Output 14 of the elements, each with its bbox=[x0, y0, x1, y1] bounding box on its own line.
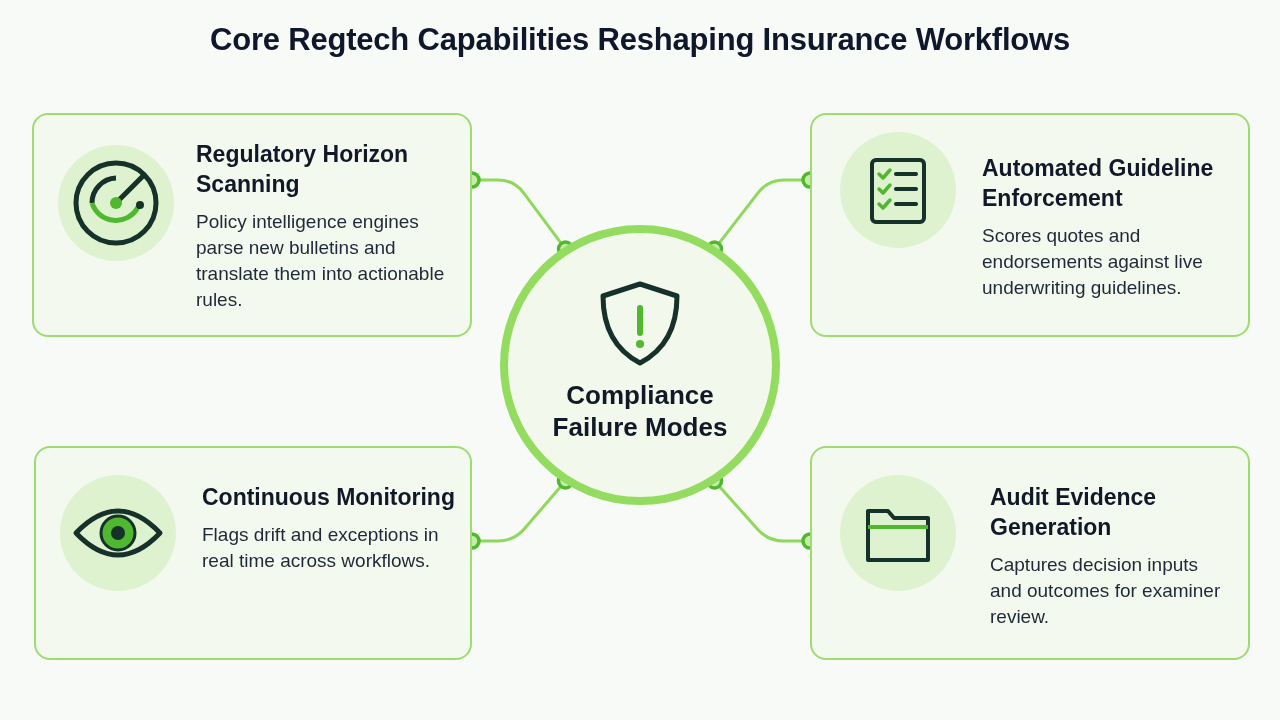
card-title: Regulatory Horizon Scanning bbox=[196, 140, 410, 199]
capability-card bbox=[810, 446, 1250, 660]
card-title: Automated Guideline Enforcement bbox=[982, 154, 1215, 213]
card-title: Continuous Monitoring bbox=[202, 483, 455, 512]
card-title: Audit Evidence Generation bbox=[990, 483, 1158, 542]
card-description: Scores quotes and endorsements against live underwriting guidelines. bbox=[982, 224, 1204, 300]
card-description: Flags drift and exceptions in real time across workflows. bbox=[202, 523, 440, 573]
hub-label: Compliance Failure Modes bbox=[551, 379, 729, 443]
diagram-title: Core Regtech Capabilities Reshaping Insurance Workflows bbox=[209, 22, 1071, 58]
card-description: Captures decision inputs and outcomes for examiner review. bbox=[990, 553, 1222, 629]
capability-card bbox=[32, 113, 472, 337]
capability-card bbox=[810, 113, 1250, 337]
card-description: Policy intelligence engines parse new bulletins and translate them into actionable rules. bbox=[196, 210, 446, 312]
capability-card bbox=[34, 446, 472, 660]
